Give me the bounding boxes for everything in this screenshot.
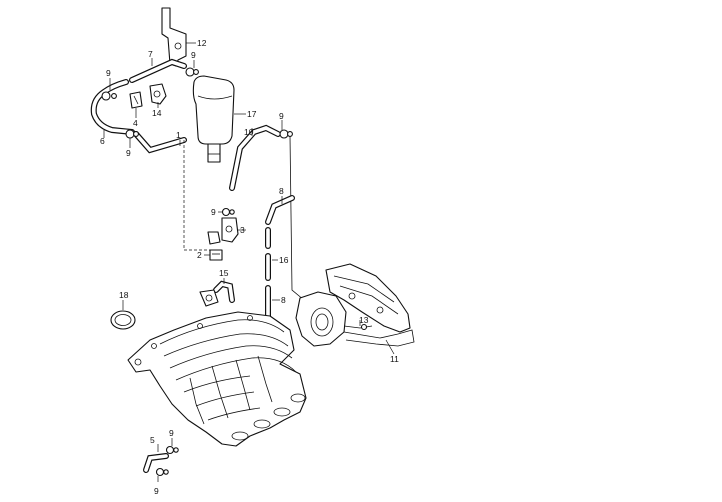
hose-clamp-valve	[221, 207, 235, 217]
callout-11: 11	[390, 354, 399, 364]
callout-9g: 9	[154, 486, 159, 496]
callout-9b: 9	[106, 68, 111, 78]
mounting-bracket	[161, 7, 187, 67]
callout-4: 4	[133, 118, 138, 128]
callout-12: 12	[197, 38, 207, 48]
hose-10	[229, 124, 281, 191]
callout-9a: 9	[191, 50, 196, 60]
hose-clamp-mid	[125, 129, 139, 139]
callout-8b: 8	[281, 295, 286, 305]
valve-3	[221, 217, 239, 243]
callout-17: 17	[247, 109, 257, 119]
callout-13: 13	[359, 315, 369, 325]
valve-14	[149, 83, 167, 105]
callout-5: 5	[150, 435, 155, 445]
hose-1	[133, 131, 187, 154]
connector-4	[129, 91, 143, 109]
hose-clamp-bottom-2	[155, 467, 169, 477]
callout-8a: 8	[279, 186, 284, 196]
callout-9c: 9	[126, 148, 131, 158]
holder-clip	[207, 231, 221, 245]
callout-9e: 9	[211, 207, 216, 217]
hose-clamp-bottom-1	[165, 445, 179, 455]
hose-clamp-right	[279, 129, 293, 139]
hose-13	[343, 323, 373, 331]
hose-8-upper	[265, 195, 295, 225]
pipe-15	[199, 280, 235, 307]
callout-9d: 9	[279, 111, 284, 121]
callout-3: 3	[240, 225, 245, 235]
hose-7	[129, 58, 187, 83]
callout-6: 6	[100, 136, 105, 146]
callout-16: 16	[279, 255, 289, 265]
callout-14: 14	[152, 108, 162, 118]
callout-7: 7	[148, 49, 153, 59]
sealing-ring-18	[110, 310, 136, 330]
hose-6	[90, 79, 135, 135]
callout-15: 15	[219, 268, 229, 278]
intake-manifold	[127, 311, 307, 447]
callout-10: 10	[244, 127, 254, 137]
hose-clamp-top	[185, 67, 199, 77]
hose-clamp-left	[101, 91, 117, 101]
callout-9f: 9	[169, 428, 174, 438]
callout-18: 18	[119, 290, 129, 300]
callout-1: 1	[176, 130, 181, 140]
grommet-2	[209, 249, 223, 261]
hose-5	[143, 453, 169, 473]
throttle-body-housing	[295, 263, 415, 347]
charcoal-canister	[192, 75, 235, 163]
callout-2: 2	[197, 250, 202, 260]
